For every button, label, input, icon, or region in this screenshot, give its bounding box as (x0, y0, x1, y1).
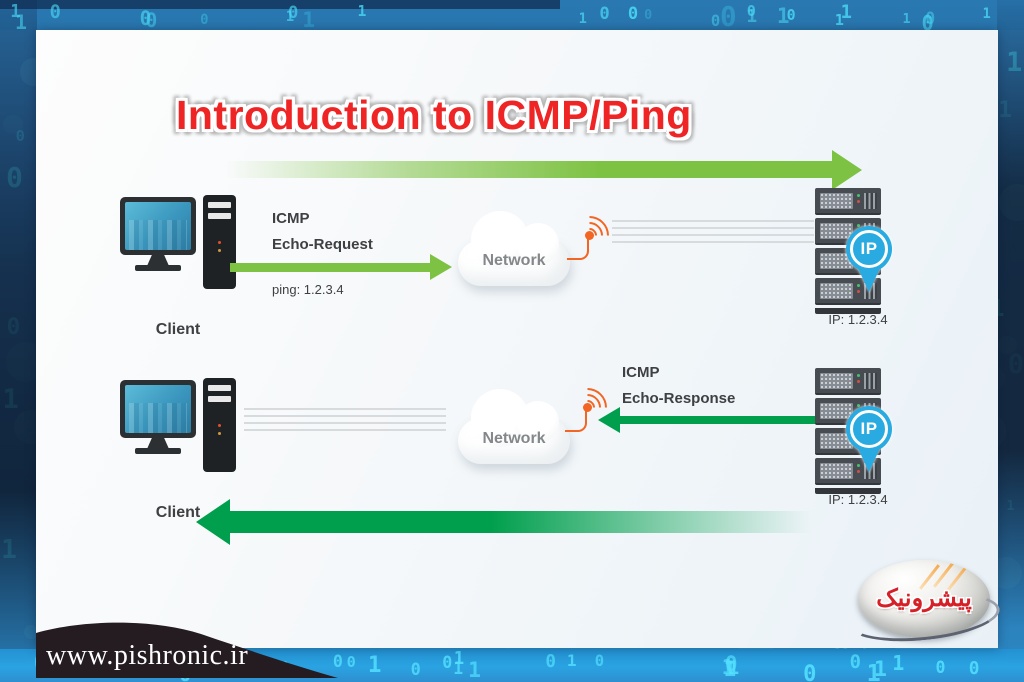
echo-request-arrow-shaft (230, 263, 430, 272)
request-direction-arrow-head (832, 150, 862, 190)
bg-top-dark-bar (0, 0, 560, 9)
logo-text: پیشرونیک (876, 585, 972, 612)
response-direction-arrow-head (196, 499, 230, 545)
page-title: Introduction to ICMP/Ping (176, 92, 692, 138)
ip-pin-label-response: IP (860, 419, 878, 438)
pc-tower-icon (203, 378, 236, 472)
bg-right-band (997, 0, 1024, 682)
ip-pin-label-request: IP (860, 239, 878, 258)
monitor-icon (120, 380, 196, 438)
link-line (612, 234, 814, 236)
ping-command-label: ping: 1.2.3.4 (272, 282, 344, 297)
icmp-echo-response-label: ICMP Echo-Response (622, 364, 736, 407)
bg-left-band (0, 0, 37, 682)
link-line (612, 220, 814, 222)
monitor-icon (120, 197, 196, 255)
wifi-antenna-icon-response (559, 379, 643, 473)
response-direction-arrow-shaft (229, 511, 811, 533)
server-ip-label-response: IP: 1.2.3.4 (828, 492, 888, 507)
link-line (612, 227, 814, 229)
client-label-response: Client (155, 504, 201, 521)
pishronic-logo: پیشرونیک (846, 560, 1002, 648)
wifi-antenna-icon-request (561, 207, 645, 301)
echo-response-arrow-shaft (620, 416, 817, 424)
request-direction-arrow-shaft (226, 161, 834, 178)
banner-curve (36, 622, 338, 678)
network-cloud-response: Network (458, 389, 570, 464)
link-line (244, 429, 446, 431)
network-cloud-request: Network (458, 211, 570, 286)
website-url: www.pishronic.ir (46, 640, 249, 671)
icmp-echo-request-label: ICMP Echo-Request (272, 210, 373, 253)
link-line (244, 408, 446, 410)
network-label-response: Network (482, 430, 546, 447)
pc-tower-icon (203, 195, 236, 289)
link-line (244, 422, 446, 424)
echo-request-arrow-head (430, 254, 452, 280)
server-ip-label-request: IP: 1.2.3.4 (828, 312, 888, 327)
diagram-card: Introduction to ICMP/Ping Client ICMP Ec… (36, 30, 1002, 678)
ip-pin-response: IP (846, 406, 892, 472)
logo-ellipse (858, 560, 990, 638)
echo-response-arrow-head (598, 407, 620, 433)
client-computer-icon (120, 378, 236, 474)
client-computer-icon (120, 195, 236, 291)
link-line (244, 415, 446, 417)
network-label-request: Network (482, 252, 546, 269)
link-line (612, 241, 814, 243)
ip-pin-request: IP (846, 226, 892, 292)
watermark-banner: www.pishronic.ir (36, 588, 338, 678)
client-label-request: Client (155, 321, 201, 338)
